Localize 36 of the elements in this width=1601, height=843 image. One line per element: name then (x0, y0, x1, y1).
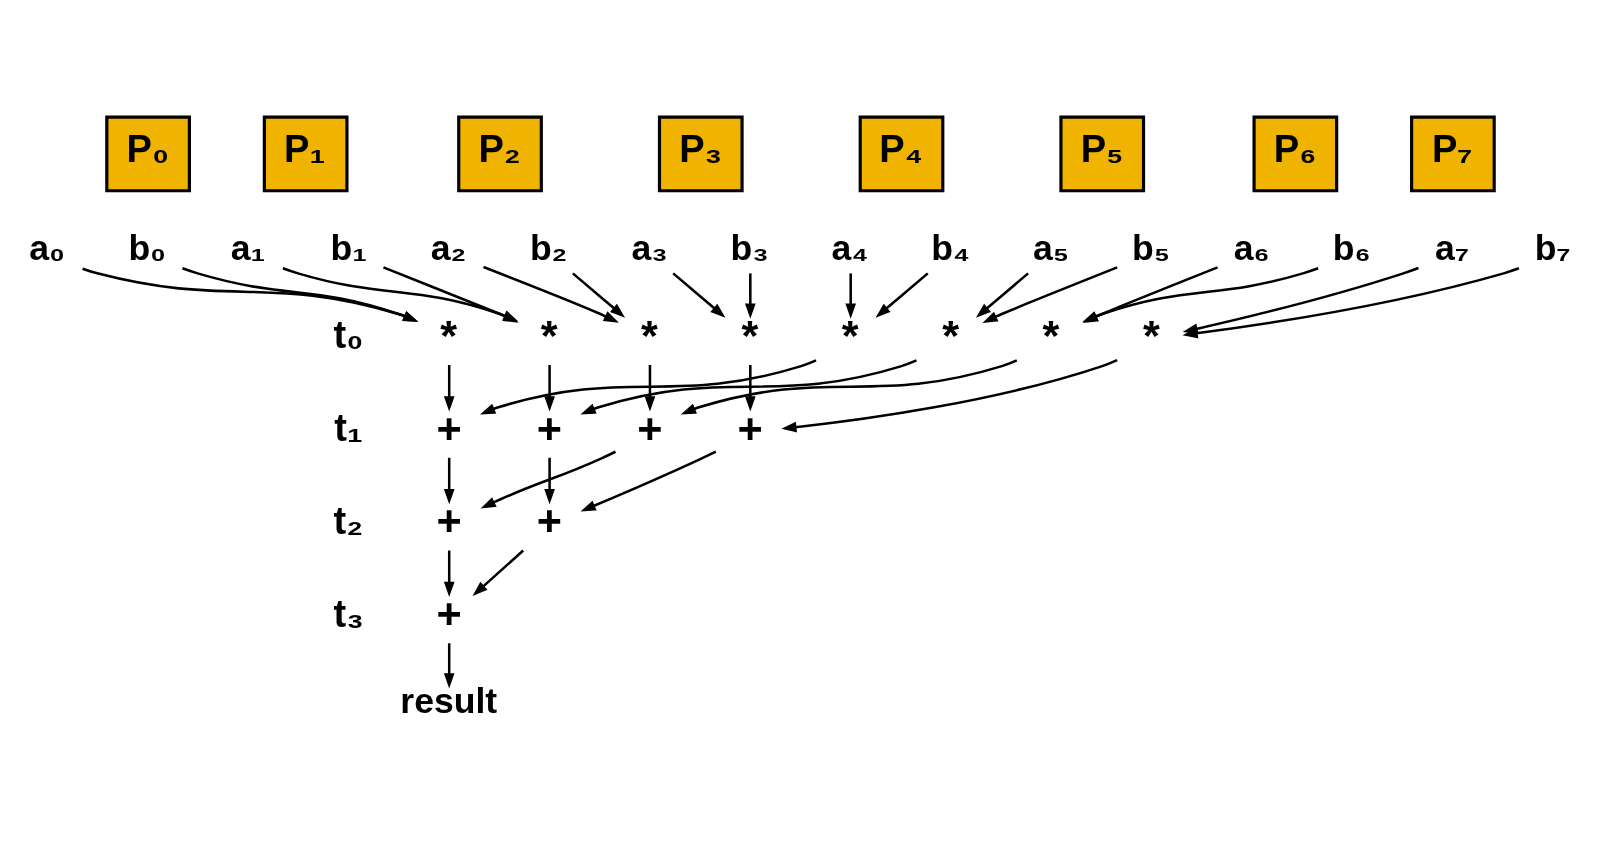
node-text: * (741, 310, 759, 359)
node-text: b₄ (931, 227, 971, 268)
node-text: * (1142, 310, 1160, 359)
node-text: * (1042, 310, 1060, 359)
node-text: b₅ (1132, 227, 1171, 268)
node-text: b₃ (730, 227, 769, 268)
node-text: b₂ (529, 227, 568, 268)
node-text: a₁ (230, 227, 266, 268)
label: t₀ (333, 313, 364, 356)
node-text: a₇ (1435, 227, 1470, 268)
node-text: a₅ (1033, 227, 1070, 268)
node-text: b₀ (128, 227, 167, 268)
node-text: * (641, 310, 658, 359)
label: t₁ (334, 406, 363, 449)
node-text: b₆ (1332, 227, 1371, 268)
node-text: * (540, 310, 558, 359)
node-text: + (536, 403, 563, 452)
node-text: a₃ (631, 227, 668, 268)
node-text: b₁ (330, 227, 367, 268)
node-text: a₂ (430, 227, 467, 268)
node-text: + (436, 588, 462, 637)
node-text: + (436, 495, 462, 544)
node-text: * (942, 310, 959, 359)
node-text: a₄ (831, 227, 869, 268)
label: t₃ (333, 592, 364, 635)
node-text: a₀ (29, 227, 66, 268)
node-text: b₇ (1534, 227, 1571, 268)
node-text: + (737, 403, 763, 452)
label: t₂ (333, 499, 364, 542)
node-text: a₆ (1233, 227, 1270, 268)
node-text: + (436, 403, 462, 452)
node-text: + (637, 403, 663, 452)
node-text: * (440, 310, 458, 359)
node-text: result (400, 680, 498, 721)
node-text: + (536, 495, 563, 544)
node-text: * (841, 310, 859, 359)
